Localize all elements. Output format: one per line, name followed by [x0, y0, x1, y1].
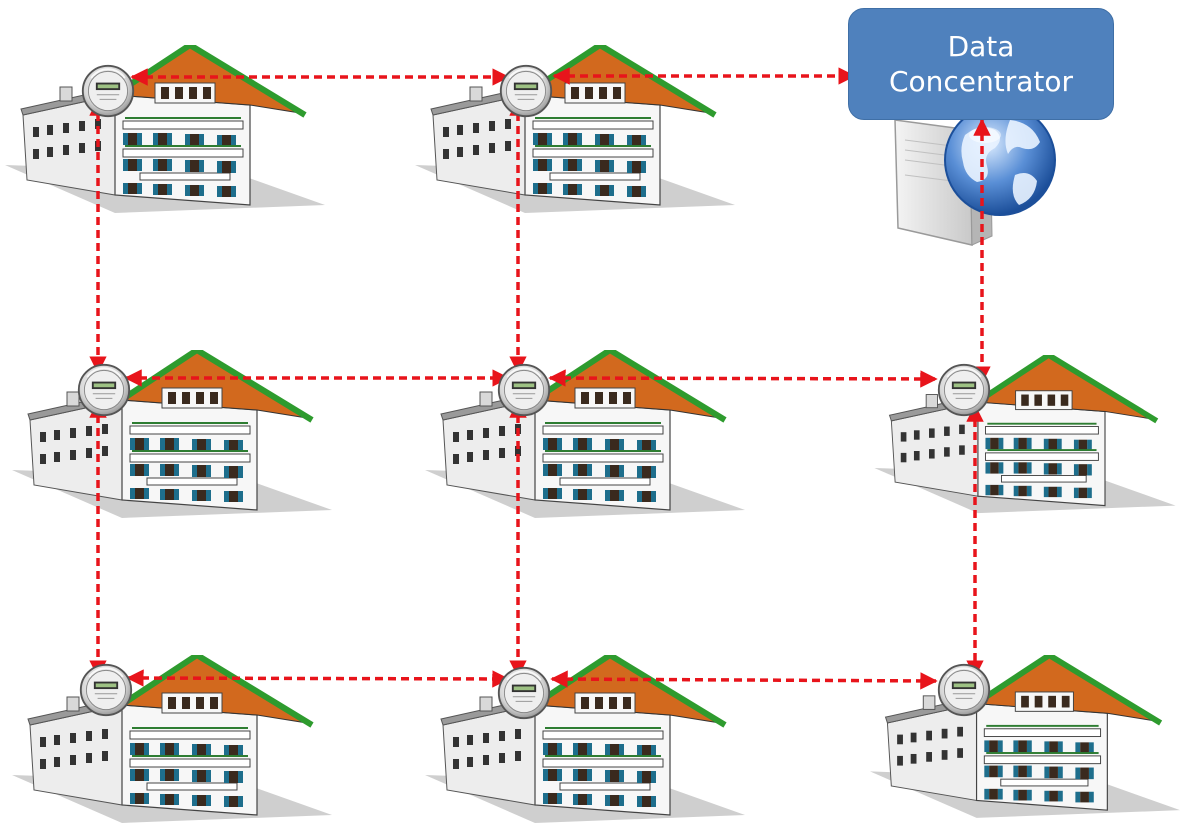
- concentrator-label-line2: Concentrator: [888, 65, 1074, 98]
- building-r1-c1: [5, 45, 325, 213]
- smart-meter-icon[interactable]: [937, 363, 991, 417]
- globe-icon: [944, 104, 1056, 216]
- concentrator-label-line1: Data: [947, 30, 1015, 63]
- link-r3c1-r3c2: [126, 669, 510, 688]
- link-r3c2-r3c3: [550, 670, 938, 690]
- data-concentrator-box[interactable]: Data Concentrator: [848, 8, 1114, 120]
- smart-meter-icon[interactable]: [81, 64, 135, 118]
- smart-meter-icon[interactable]: [79, 663, 133, 717]
- building-r3-c1: [12, 655, 332, 823]
- link-r2c2-r2c3: [548, 369, 938, 388]
- smart-meter-icon[interactable]: [499, 64, 553, 118]
- smart-meter-icon[interactable]: [497, 363, 551, 417]
- smart-meter-icon[interactable]: [497, 666, 551, 720]
- smart-meter-icon[interactable]: [937, 663, 991, 717]
- building-r2-c2: [425, 350, 745, 518]
- building-r2-c1: [12, 350, 332, 518]
- building-r1-c2: [415, 45, 735, 213]
- smart-meter-icon[interactable]: [77, 363, 131, 417]
